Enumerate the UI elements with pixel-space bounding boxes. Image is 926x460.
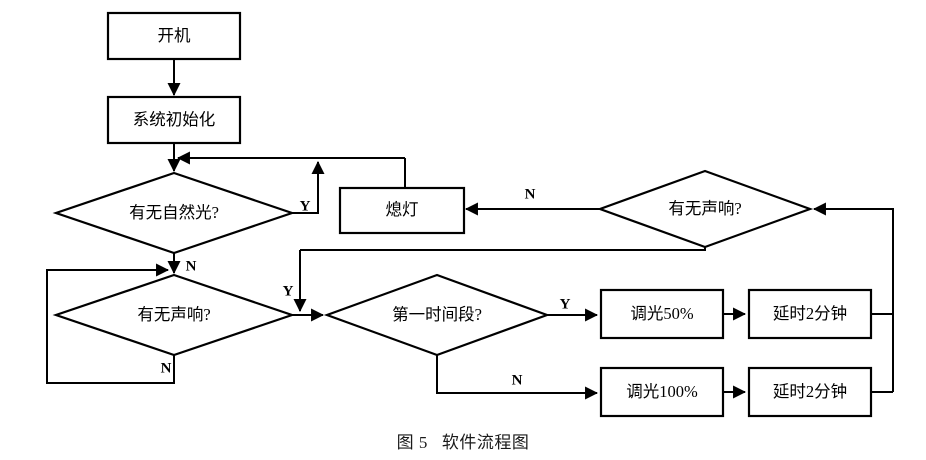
edge-right-bus-up-to-sound-right [812, 202, 894, 392]
node-dim-50-label: 调光50% [630, 304, 694, 323]
edge-first-period-no [436, 355, 599, 400]
figure-caption-title: 软件流程图 [441, 433, 530, 452]
edge-sound-right-bottom-return [300, 247, 706, 251]
edge-natural-light-yes [292, 160, 325, 214]
edge-label-first-period-no: N [512, 372, 523, 388]
node-delay-2min-top-label: 延时2分钟 [773, 304, 847, 323]
figure-caption-number: 图 5 [396, 433, 428, 452]
node-dim-50[interactable]: 调光50% [599, 288, 725, 340]
node-natural-light-decision[interactable]: 有无自然光? [52, 171, 296, 255]
node-lights-off-label: 熄灯 [386, 200, 419, 219]
node-sound-left-label: 有无声响? [137, 305, 210, 324]
edge-label-layer: Y N N Y Y N N [161, 186, 571, 388]
node-delay-2min-bottom-label: 延时2分钟 [773, 382, 847, 401]
edge-label-sound-left-no: N [161, 360, 172, 376]
node-delay-2min-bottom[interactable]: 延时2分钟 [747, 366, 873, 418]
node-lights-off[interactable]: 熄灯 [338, 186, 466, 235]
edge-label-sound-left-yes: Y [283, 283, 294, 299]
edge-label-natural-light-yes: Y [300, 198, 311, 214]
node-sound-right-label: 有无声响? [668, 199, 741, 218]
connector-layer [46, 59, 894, 400]
node-natural-light-label: 有无自然光? [129, 203, 219, 222]
node-first-period-label: 第一时间段? [392, 305, 482, 324]
edge-label-natural-light-no: N [186, 258, 197, 274]
node-first-period-decision[interactable]: 第一时间段? [323, 273, 551, 357]
node-system-init-label: 系统初始化 [133, 110, 216, 129]
node-layer: 开机 系统初始化 有无自然光? 有无声响? 第一时间段? [52, 11, 873, 418]
edge-sound-left-no-loop [46, 263, 175, 384]
node-delay-2min-top[interactable]: 延时2分钟 [747, 288, 873, 340]
node-dim-100[interactable]: 调光100% [599, 366, 725, 418]
node-sound-left-decision[interactable]: 有无声响? [52, 273, 296, 357]
edge-label-first-period-yes: Y [560, 296, 571, 312]
node-power-on-label: 开机 [158, 26, 192, 45]
node-dim-100-label: 调光100% [626, 382, 698, 401]
edge-label-sound-right-no: N [525, 186, 536, 202]
node-system-init[interactable]: 系统初始化 [106, 95, 242, 145]
node-power-on[interactable]: 开机 [106, 11, 242, 61]
node-sound-right-decision[interactable]: 有无声响? [596, 169, 814, 249]
figure-caption: 图 5 软件流程图 [0, 428, 926, 453]
